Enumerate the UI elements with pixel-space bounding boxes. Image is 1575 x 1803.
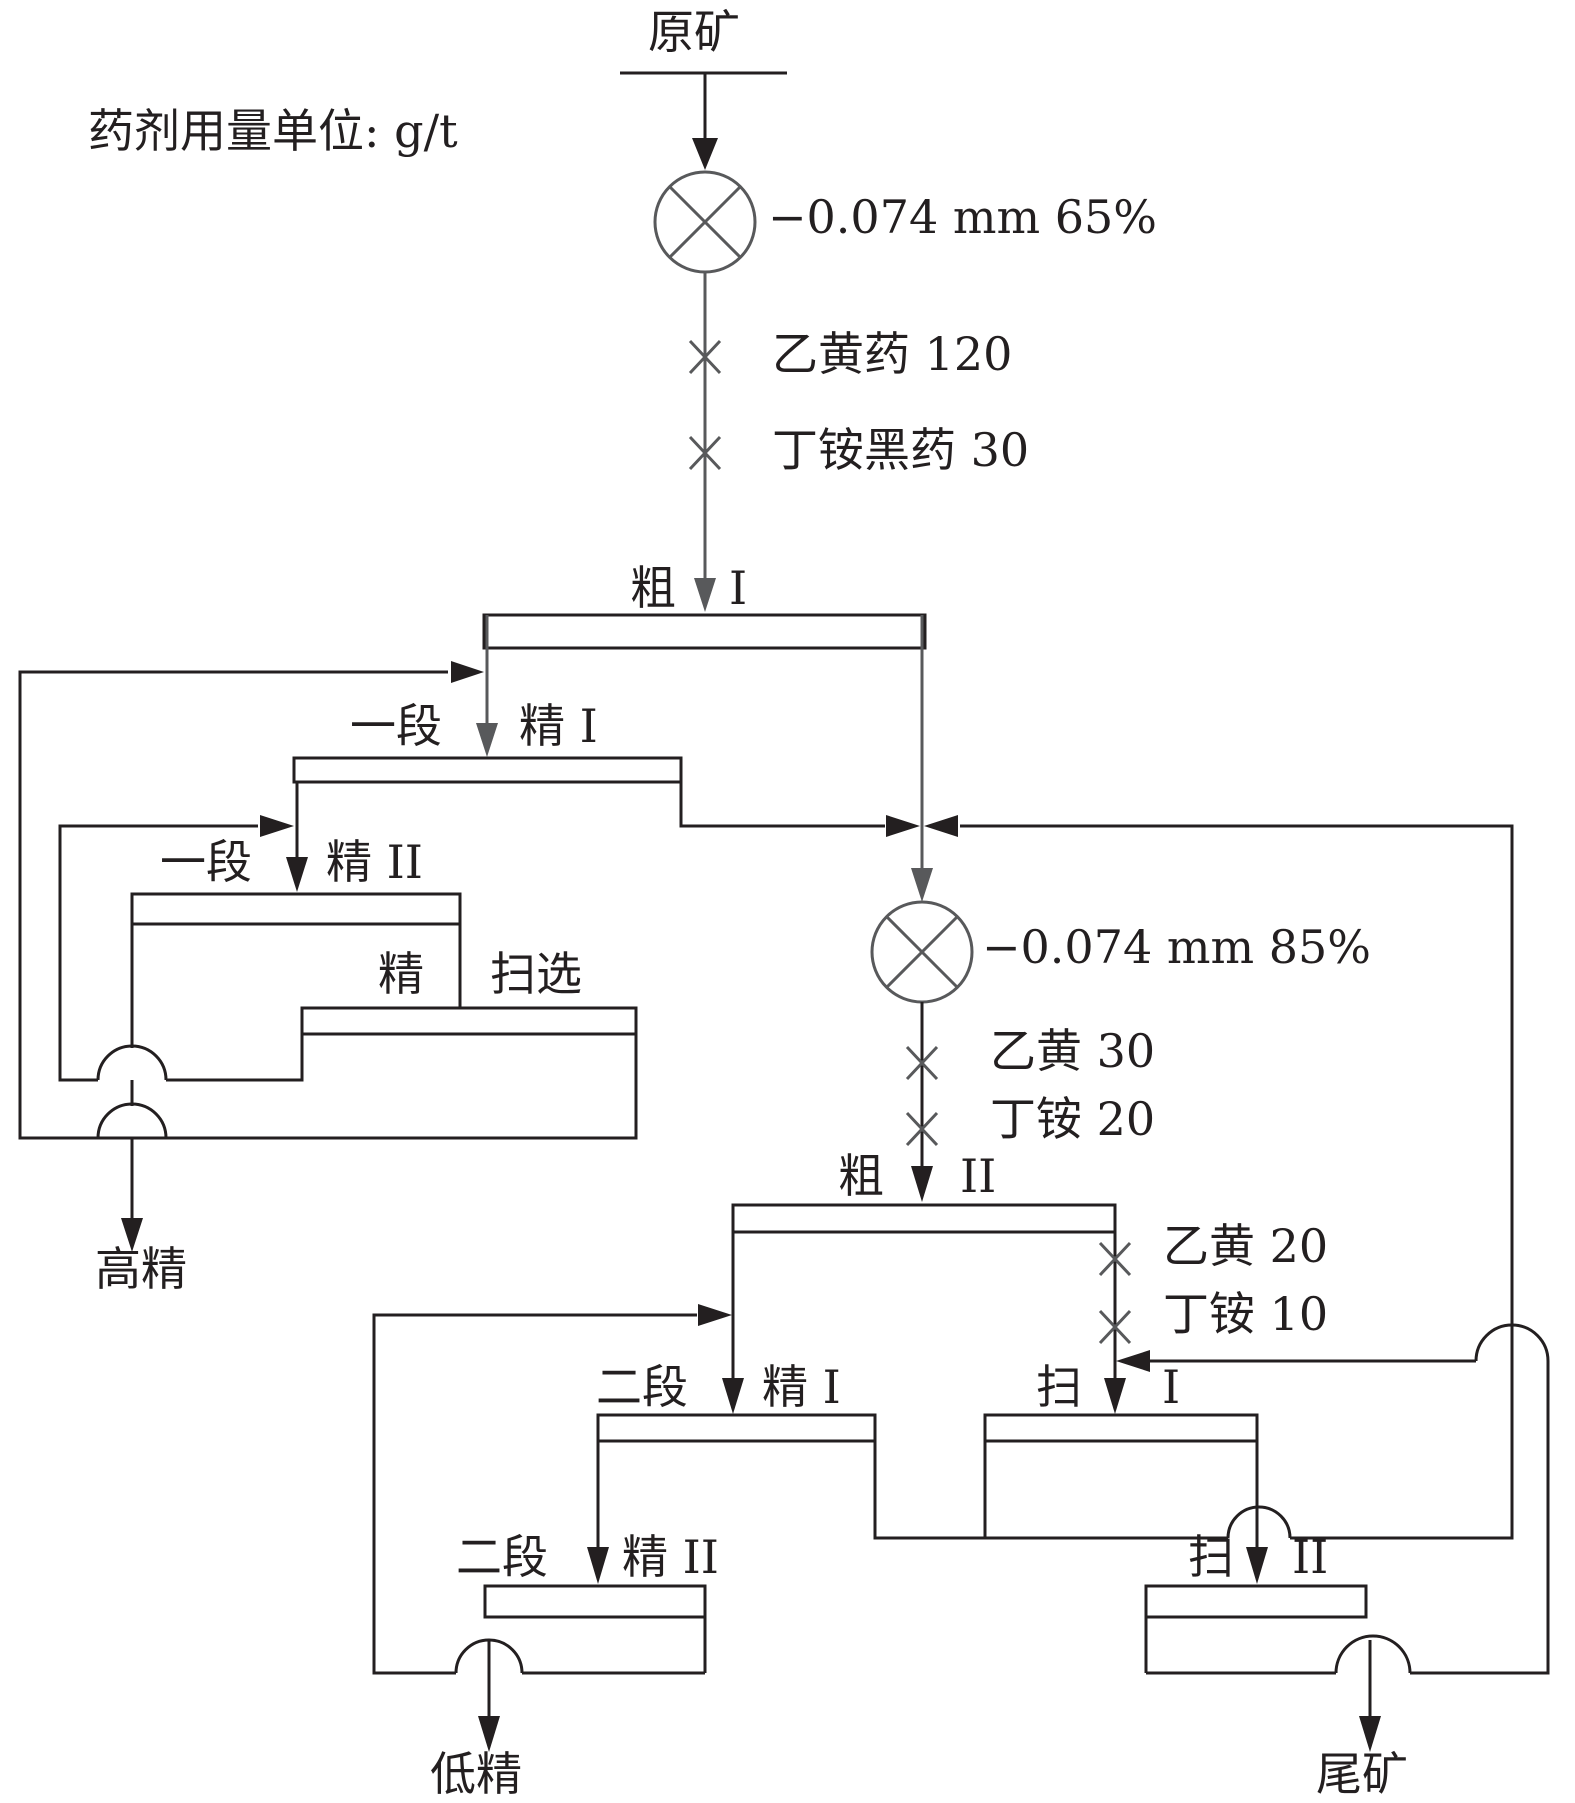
- clean2-2-cell: [483, 1584, 707, 1619]
- stage-clean2-1-b: 精 I: [762, 1360, 841, 1414]
- grinding-mill-2-icon: [870, 900, 974, 1004]
- tailings-arrow-icon: [1359, 1716, 1381, 1752]
- grinding-mill-1-icon: [653, 170, 757, 274]
- clean-scav-conc-recycle-line: [18, 670, 448, 1140]
- scav1-feed-arrow-icon: [1104, 1378, 1126, 1414]
- grind2-fineness: −0.074 mm 85%: [982, 920, 1371, 974]
- clean1-1-tail-line: [679, 782, 885, 828]
- scav2-tail-right-line: [1410, 1361, 1550, 1675]
- reagent-addition-r1-a-icon: [688, 339, 722, 375]
- product-high-conc: 高精: [95, 1242, 187, 1296]
- stage-clean1-2-a: 一段: [160, 835, 252, 889]
- stage-clean2-1-a: 二段: [596, 1360, 688, 1414]
- return-to-mill2-line: [960, 824, 1514, 1330]
- scav1-cell: [983, 1413, 1259, 1443]
- recycle-arrow-icon: [451, 661, 484, 683]
- clean-scav-right-line: [166, 1034, 638, 1140]
- reagent-r2-b: 丁铵 20: [990, 1092, 1155, 1146]
- stage-clean1-1-a: 一段: [350, 699, 442, 753]
- stage-clean1-1-b: 精 I: [519, 699, 598, 753]
- reagent-addition-r2-a-icon: [905, 1045, 939, 1081]
- clean2-2-feed-arrow-icon: [587, 1547, 609, 1584]
- stage-rougher2-a: 粗: [838, 1149, 884, 1203]
- grind1-fineness: −0.074 mm 65%: [768, 190, 1157, 244]
- reagent-r2-a: 乙黄 30: [990, 1024, 1155, 1078]
- reagent-addition-s1-b-icon: [1098, 1309, 1132, 1345]
- product-low-conc: 低精: [430, 1747, 522, 1801]
- clean2-1-cell: [596, 1413, 877, 1443]
- stage-scav1-a: 扫: [1036, 1360, 1082, 1414]
- reagent-addition-r1-b-icon: [688, 435, 722, 471]
- rougher1-cell: [482, 613, 927, 650]
- reagent-addition-r2-b-icon: [905, 1111, 939, 1147]
- clean1-1-cell: [292, 756, 683, 784]
- stage-clean-scav-b: 扫选: [490, 947, 582, 1001]
- stage-clean-scav-a: 精: [378, 947, 424, 1001]
- product-tailings: 尾矿: [1316, 1747, 1408, 1801]
- stage-rougher1-a: 粗: [630, 561, 676, 615]
- raw-ore-label: 原矿: [648, 5, 740, 59]
- stage-rougher2-b: II: [960, 1149, 996, 1203]
- rougher2-feed-arrow-icon: [911, 1166, 933, 1202]
- stage-clean2-2-b: 精 II: [622, 1530, 719, 1584]
- reagent-s1-a: 乙黄 20: [1163, 1219, 1328, 1273]
- scav-recycle-arrow-icon: [1116, 1350, 1150, 1372]
- clean2-recycle-arrow-icon: [698, 1304, 732, 1326]
- scav2-feed-arrow-icon: [1246, 1547, 1268, 1584]
- mill2-feed-arrow-icon: [911, 868, 933, 902]
- clean2-1-feed-arrow-icon: [722, 1378, 744, 1414]
- scav2-cell: [1144, 1584, 1368, 1619]
- clean2-2-tail-recycle-line: [372, 1313, 697, 1675]
- reagent-addition-s1-a-icon: [1098, 1241, 1132, 1277]
- clean-scav-box-outline: [166, 1034, 304, 1082]
- clean1-scav-tail-recycle-line: [58, 824, 258, 1082]
- stage-rougher1-b: I: [729, 561, 747, 615]
- clean1-1-feed-arrow-icon: [476, 723, 498, 757]
- bridge-3-icon: [1474, 1323, 1550, 1362]
- low-conc-arrow-icon: [478, 1716, 500, 1752]
- stage-scav1-b: I: [1162, 1360, 1180, 1414]
- rougher1-feed-arrow-icon: [694, 578, 716, 612]
- scav1-conc-return-line: [1290, 1330, 1514, 1540]
- bridge-2-icon: [96, 1102, 168, 1139]
- reagent-r1-b: 丁铵黑药 30: [772, 423, 1029, 477]
- clean2-1-tail-line: [873, 1441, 1228, 1540]
- unit-note: 药剂用量单位: g/t: [88, 104, 458, 158]
- rougher2-cell: [731, 1203, 1117, 1234]
- bridge-6-icon: [1334, 1634, 1412, 1674]
- bridge-4-icon: [1226, 1505, 1292, 1539]
- clean1-2-feed-arrow-icon: [286, 857, 308, 892]
- reagent-r1-a: 乙黄药 120: [772, 327, 1012, 381]
- stage-clean2-2-a: 二段: [456, 1530, 548, 1584]
- feed-arrow-icon: [692, 138, 718, 170]
- clean-scav-cell: [300, 1006, 638, 1036]
- recycle2-arrow-icon: [260, 815, 294, 837]
- stage-clean1-2-b: 精 II: [326, 835, 423, 889]
- high-conc-arrow-icon: [121, 1218, 143, 1252]
- return-to-mill2-arrow-icon: [924, 815, 958, 837]
- reagent-s1-b: 丁铵 10: [1163, 1287, 1328, 1341]
- clean1-1-tail-arrow-icon: [886, 815, 920, 837]
- clean1-2-cell: [130, 892, 462, 926]
- bridge-1-icon: [96, 1044, 168, 1081]
